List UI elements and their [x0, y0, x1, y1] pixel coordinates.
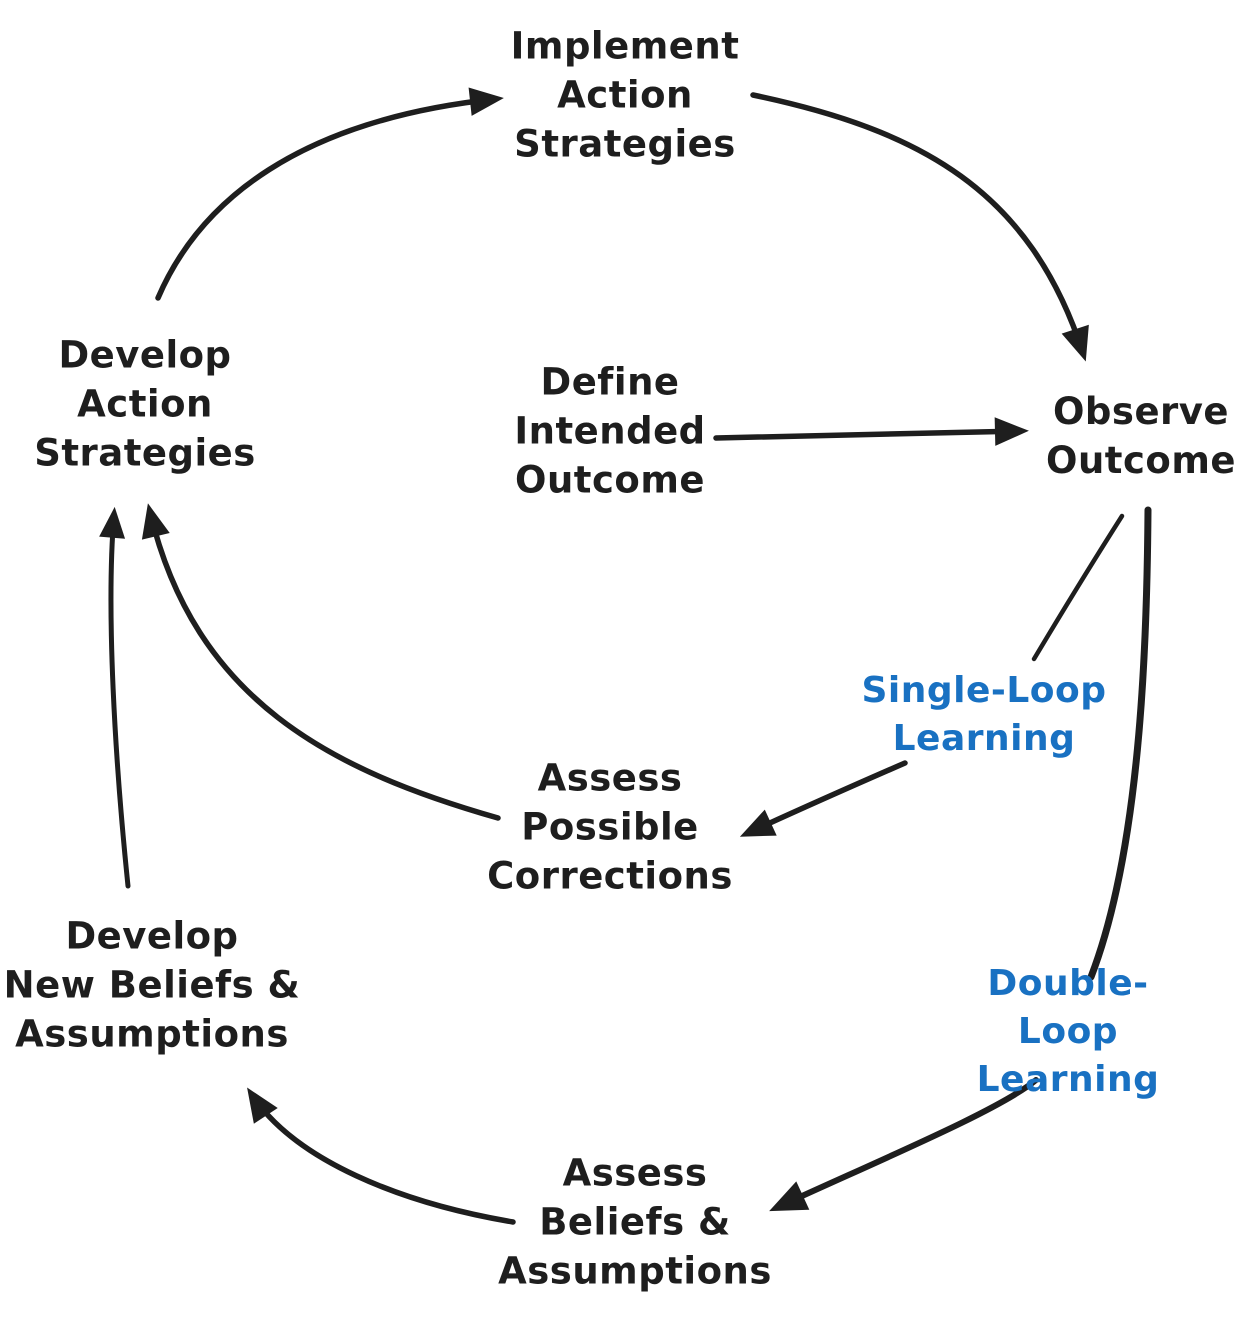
- node-develop-action-strategies: Develop Action Strategies: [34, 333, 256, 475]
- arrow-define-to-observe: [713, 417, 1029, 446]
- arrow-new-beliefs-to-develop-action: [99, 506, 131, 889]
- arrow-implement-to-observe: [750, 92, 1089, 362]
- arrow-assess-beliefs-to-new-beliefs: [247, 1087, 516, 1225]
- label-single-loop-learning: Single-Loop Learning: [861, 670, 1107, 759]
- label-double-loop-learning: Double-Loop Learning: [976, 963, 1160, 1100]
- single-loop-arrow: [739, 760, 908, 837]
- single-loop-line-upper: [1031, 513, 1125, 662]
- arrow-corrections-to-develop-action: [141, 503, 501, 821]
- node-observe-outcome: Observe Outcome: [1046, 390, 1236, 482]
- node-assess-beliefs-assumptions: Assess Beliefs & Assumptions: [498, 1151, 772, 1293]
- node-assess-possible-corrections: Assess Possible Corrections: [487, 756, 733, 898]
- node-develop-new-beliefs-assumptions: Develop New Beliefs & Assumptions: [3, 914, 301, 1056]
- node-define-intended-outcome: Define Intended Outcome: [514, 360, 706, 502]
- node-implement-action-strategies: Implement Action Strategies: [510, 24, 740, 166]
- arrow-develop-to-implement: [155, 87, 504, 301]
